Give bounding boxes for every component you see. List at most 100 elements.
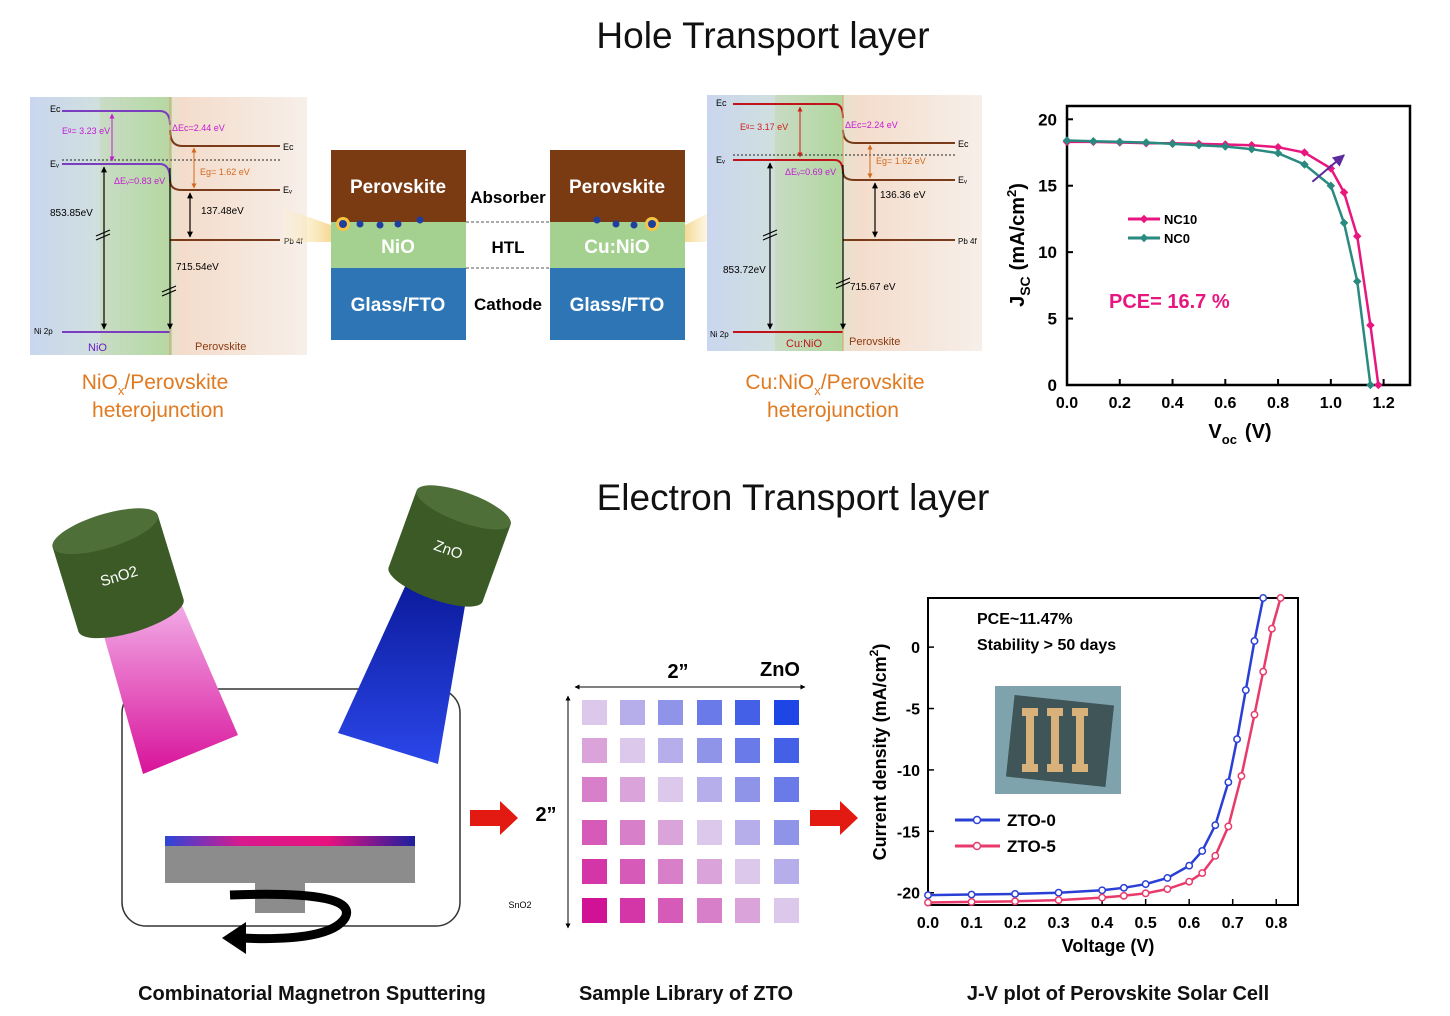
library-sample-tile [620, 738, 645, 763]
data-point-ZTO-5 [1163, 885, 1172, 893]
library-width-label: 2” [667, 661, 688, 683]
nio-band-diagram: Eᴄ Eᵥ Eᵍ= 3.23 eV ΔEᴄ=2.44 eV Eg= 1.62 e… [30, 97, 307, 355]
svg-text:Perovskite: Perovskite [350, 177, 446, 198]
svg-text:Eg= 1.62 eV: Eg= 1.62 eV [200, 167, 250, 177]
data-point-NC10 [1374, 380, 1383, 390]
svg-text:853.72eV: 853.72eV [723, 265, 766, 276]
data-point-ZTO-0 [1119, 883, 1128, 892]
x-tick-label: 1.0 [1320, 395, 1342, 412]
data-point-ZTO-0 [924, 891, 932, 900]
svg-text:853.85eV: 853.85eV [50, 208, 93, 219]
library-sample-tile [582, 859, 607, 884]
library-sample-tile [735, 738, 760, 763]
y-tick-label: 5 [1048, 310, 1057, 329]
x-tick-label: 0.4 [1161, 395, 1183, 412]
glow-left [283, 208, 331, 242]
data-point-ZTO-0 [1198, 847, 1207, 855]
x-tick-label: 1.2 [1372, 395, 1394, 412]
y-tick-label: 20 [1038, 110, 1057, 129]
library-caption: Sample Library of ZTO [579, 983, 793, 1005]
device-layer-labels: Absorber HTL Cathode [466, 188, 550, 314]
library-sample-tile [620, 777, 645, 802]
sputtering-diagram: SnO2 ZnO [52, 485, 511, 954]
data-point-ZTO-5 [1267, 624, 1276, 633]
svg-text:Perovskite: Perovskite [569, 177, 665, 198]
x-tick-label: 0.4 [1091, 915, 1113, 932]
svg-text:Eᴄ: Eᴄ [283, 142, 294, 152]
svg-text:Eᵍ= 3.17 eV: Eᵍ= 3.17 eV [740, 122, 788, 132]
svg-text:ΔEᵥ=0.83 eV: ΔEᵥ=0.83 eV [114, 176, 165, 186]
svg-text:Eg= 1.62 eV: Eg= 1.62 eV [876, 156, 926, 166]
hole-transport-title: Hole Transport layer [596, 15, 929, 56]
data-point-ZTO-0 [1054, 888, 1063, 897]
data-point-ZTO-0 [1233, 735, 1242, 744]
y-tick-label: -15 [897, 824, 920, 841]
x-tick-label: 0.0 [1056, 395, 1078, 412]
library-sample-tile [735, 898, 760, 923]
y-tick-label: -20 [897, 886, 920, 903]
library-sample-tile [697, 777, 722, 802]
data-point-ZTO-5 [1259, 667, 1268, 676]
annotation-line: Stability > 50 days [977, 637, 1116, 654]
data-point-ZTO-5 [1185, 877, 1194, 886]
data-point-NC0 [1273, 148, 1283, 158]
y-axis-label: JSC(mA/cm2) [1004, 183, 1033, 307]
library-height-label: 2” [535, 804, 556, 826]
data-point-NC0 [1168, 139, 1177, 149]
electron-transport-title: Electron Transport layer [597, 477, 990, 518]
data-point-ZTO-5 [1011, 897, 1020, 906]
data-point-ZTO-5 [1211, 851, 1220, 860]
cunio-caption: Cu:NiOx/Perovskite [745, 371, 924, 398]
data-point-NC0 [1141, 138, 1151, 147]
svg-text:Ni 2p: Ni 2p [710, 330, 729, 339]
svg-text:Ni 2p: Ni 2p [34, 327, 53, 336]
y-axis-label: Current density (mA/cm2) [867, 644, 890, 861]
library-sample-tile [620, 898, 645, 923]
svg-text:ΔEᵥ=0.69 eV: ΔEᵥ=0.69 eV [785, 167, 836, 177]
legend-label-ZTO-5: ZTO-5 [1007, 837, 1056, 856]
svg-text:Eᵍ= 3.23 eV: Eᵍ= 3.23 eV [62, 126, 110, 136]
zno-gun: ZnO [388, 485, 511, 607]
data-point-ZTO-0 [1224, 778, 1233, 787]
y-tick-label: 10 [1038, 243, 1057, 262]
library-zno-label: ZnO [760, 659, 800, 681]
data-point-ZTO-0 [1163, 874, 1172, 882]
library-sample-tile [774, 700, 799, 725]
data-point-ZTO-0 [1141, 880, 1150, 889]
data-point-ZTO-0 [1011, 889, 1020, 898]
data-point-ZTO-0 [1211, 821, 1220, 830]
flow-arrow-2 [810, 801, 858, 835]
chart2-frame [927, 597, 1299, 906]
pce-annotation: PCE= 16.7 % [1109, 291, 1230, 313]
svg-text:Cathode: Cathode [474, 295, 542, 314]
y-tick-label: 0 [1048, 376, 1057, 395]
library-sample-tile [658, 859, 683, 884]
data-point-NC0 [1115, 137, 1125, 147]
data-point-ZTO-5 [1119, 891, 1128, 900]
data-point-ZTO-5 [1198, 869, 1207, 878]
improvement-arrow [1311, 154, 1345, 183]
svg-text:Perovskite: Perovskite [195, 341, 246, 353]
library-sample-tile [658, 777, 683, 802]
series-line-NC0 [1066, 139, 1372, 386]
library-sample-tile [582, 738, 607, 763]
device-stack-nio: Perovskite NiO Glass/FTO [331, 150, 466, 340]
x-axis-label: Voc(V) [1208, 421, 1271, 447]
nio-caption: NiOx/Perovskite [82, 371, 229, 398]
series-line-ZTO-0 [927, 597, 1265, 897]
x-tick-label: 0.5 [1135, 915, 1157, 932]
data-point-ZTO-0 [1241, 686, 1250, 695]
legend-label-ZTO-0: ZTO-0 [1007, 811, 1056, 830]
svg-text:HTL: HTL [491, 238, 524, 257]
x-tick-label: 0.3 [1047, 915, 1069, 932]
library-sample-tile [697, 738, 722, 763]
svg-text:Absorber: Absorber [470, 188, 546, 207]
library-sample-tile [582, 820, 607, 845]
data-point-ZTO-5 [1276, 594, 1285, 602]
x-tick-label: 0.0 [917, 915, 939, 932]
library-sample-tile [582, 777, 607, 802]
x-tick-label: 0.6 [1214, 395, 1236, 412]
